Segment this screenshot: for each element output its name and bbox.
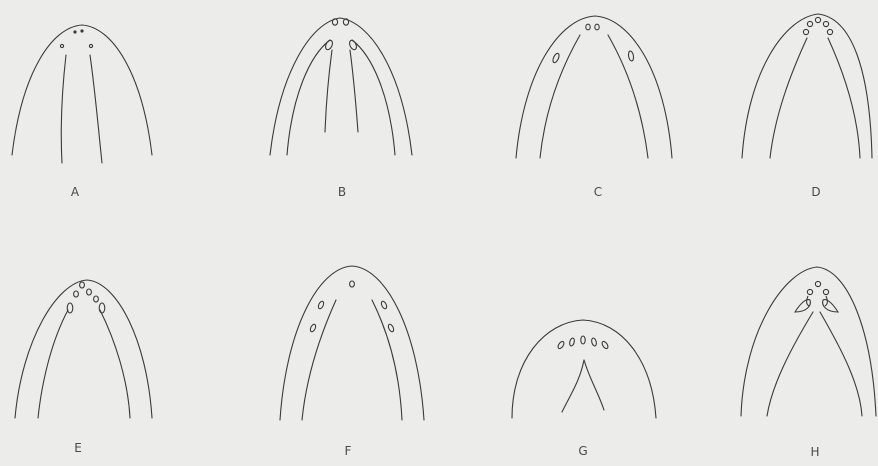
canal-right: [828, 38, 860, 158]
head-outline: [270, 18, 412, 155]
papilla: [569, 338, 575, 347]
pore-mark: [807, 296, 809, 306]
panel-f: F: [280, 266, 424, 458]
panel-letter: A: [71, 185, 80, 199]
panel-letter: D: [811, 185, 820, 199]
panel-letter: G: [578, 444, 587, 458]
panel-e: E: [15, 280, 152, 455]
papilla: [350, 281, 355, 287]
panel-g: G: [512, 320, 656, 458]
head-outline: [512, 320, 656, 418]
amphid: [380, 300, 387, 309]
canal-left: [325, 50, 332, 132]
head-outline: [516, 16, 672, 158]
papilla: [94, 296, 99, 302]
inner-wall-right: [352, 40, 395, 155]
canal-left: [770, 38, 807, 158]
panel-d: D: [742, 14, 872, 199]
canal-left: [38, 310, 68, 418]
papilla: [601, 340, 609, 349]
papilla: [80, 29, 83, 32]
panel-a: A: [12, 25, 152, 199]
papilla: [591, 338, 597, 347]
amphid: [628, 51, 634, 62]
canal-left: [562, 360, 584, 412]
amphid: [552, 52, 561, 63]
inner-wall-left: [287, 40, 330, 155]
papilla: [557, 340, 565, 349]
panel-letter: E: [74, 441, 82, 455]
canal-right: [372, 300, 402, 420]
papilla: [89, 44, 92, 47]
amphid: [309, 323, 316, 332]
papilla: [332, 19, 337, 25]
panel-letter: H: [810, 445, 819, 459]
head-outline: [12, 25, 152, 155]
amphid: [387, 323, 394, 332]
papilla: [815, 17, 820, 22]
papilla: [87, 289, 92, 295]
amphid: [99, 303, 105, 313]
canal-right: [100, 310, 130, 418]
papilla: [586, 24, 590, 30]
head-outline: [15, 280, 152, 418]
head-outline: [280, 266, 424, 420]
papilla: [815, 281, 820, 286]
amphid: [67, 303, 73, 313]
amphid: [317, 300, 324, 309]
papilla: [73, 30, 76, 33]
canal-left: [767, 312, 813, 416]
head-outline: [742, 14, 872, 158]
papilla: [823, 289, 828, 294]
panel-letter: F: [345, 444, 352, 458]
papilla: [807, 289, 812, 294]
papilla: [807, 21, 812, 26]
papilla: [823, 21, 828, 26]
canal-left: [302, 300, 336, 420]
panel-c: C: [516, 16, 672, 199]
canal-right: [584, 360, 604, 410]
amphid: [324, 39, 334, 51]
amphid: [827, 29, 832, 34]
panel-letter: B: [338, 185, 346, 199]
amphid: [803, 29, 808, 34]
panel-b: B: [270, 18, 412, 199]
canal-right: [820, 312, 862, 416]
canal-right: [350, 50, 358, 132]
papilla: [74, 291, 79, 297]
papilla: [581, 336, 585, 344]
papilla: [60, 44, 63, 47]
canal-right: [90, 55, 102, 163]
panel-letter: C: [594, 185, 602, 199]
papilla: [595, 24, 599, 30]
canal-left: [61, 55, 66, 163]
papilla: [80, 282, 85, 288]
amphid: [348, 39, 358, 51]
pore-mark: [825, 296, 827, 306]
panel-h: H: [741, 267, 876, 459]
